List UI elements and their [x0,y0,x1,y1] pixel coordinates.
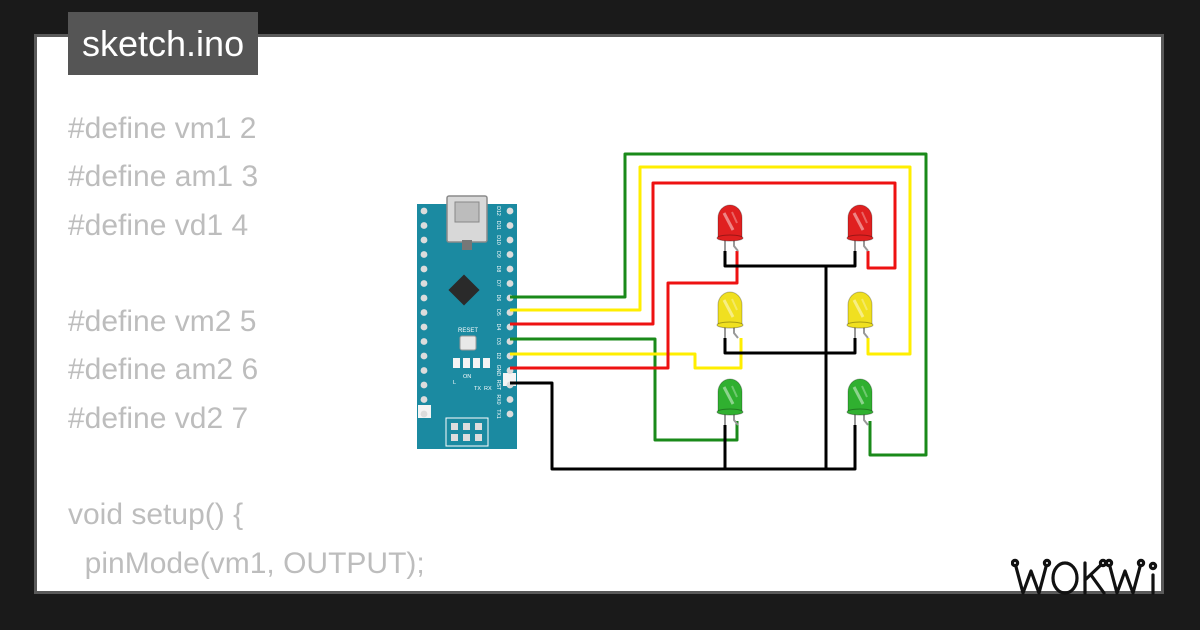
pin-label: D7 [495,280,501,287]
pin [506,236,514,244]
icsp-header [445,417,489,447]
pin [506,410,514,418]
code-line: #define vd2 7 [68,401,249,435]
wokwi-logo[interactable] [1010,551,1186,612]
code-line: #define am1 3 [68,160,259,194]
l-label: L [453,380,456,386]
reset-button[interactable] [459,335,477,351]
wokwi-logo-mark [1010,558,1158,595]
pin-label: RX0 [495,394,501,404]
pin [420,236,428,244]
pin [420,251,428,258]
code-line: void setup() { [68,498,244,532]
wire-red-2 [510,251,739,370]
pin [420,222,428,229]
status-leds [453,358,490,368]
preview-card: #define vm1 2 #define am1 3 #define vd1 4 #… [34,34,1164,594]
led-vm1[interactable] [716,204,744,252]
pin [420,396,428,403]
wire-yellow-1 [510,165,912,356]
file-tab[interactable]: sketch.ino [68,12,259,75]
pin-label: RST [495,380,501,391]
pin-label: D2 [495,353,501,360]
pin [420,294,428,302]
pin [506,251,514,258]
wire-green-2 [510,337,739,442]
wire-green-1 [510,152,928,457]
arduino-nano-board[interactable]: RESET ON L TX RX D12D11D10D9D8D7D6D5D4D3… [417,195,517,449]
pin-label: GND [495,365,501,377]
pin [420,265,428,273]
led-vd2[interactable] [846,378,874,426]
pin-label: D11 [495,221,501,230]
code-line: #define am2 6 [68,353,259,387]
pin [420,323,428,331]
code-preview: #define vm1 2 #define am1 3 #define vd1 4 #… [68,105,426,591]
rx-label: RX [484,386,492,392]
wires [510,152,928,471]
pin [420,410,428,418]
left-pin-header [420,207,428,418]
pin [420,309,428,316]
code-line: #define vd1 4 [68,208,249,242]
pin [420,381,428,389]
led-group [716,204,874,426]
pin-label: D6 [495,295,501,302]
led-am1[interactable] [716,291,744,339]
tx-label: TX [474,386,481,392]
pin [420,367,428,374]
led-am2[interactable] [846,291,874,339]
led-vd1[interactable] [716,378,744,426]
pin-label: D3 [495,338,501,345]
pin [506,207,514,215]
reset-label: RESET [458,328,478,334]
file-tab-label: sketch.ino [82,23,245,64]
pin [506,280,514,287]
pin [420,352,428,360]
code-line: #define vm2 5 [68,305,257,339]
right-pin-header [506,207,514,418]
pin [506,396,514,403]
wire-yellow-2 [510,338,743,370]
microcontroller-chip [448,274,480,306]
pin-label: D8 [495,266,501,273]
pin-label: D5 [495,309,501,316]
pin [506,222,514,229]
pin [420,280,428,287]
code-line: pinMode(vm1, OUTPUT); [68,546,425,580]
led-vm2[interactable] [846,204,874,252]
wire-red-1 [510,181,897,326]
pin-label: TX1 [495,409,501,419]
pin [506,265,514,273]
pin [420,207,428,215]
pin-label: D12 [495,206,501,216]
pin-label: D9 [495,251,501,258]
pin [420,338,428,345]
wire-gnd-row1 [723,251,857,268]
code-line: #define vm1 2 [68,112,257,145]
wire-gnd-row2 [723,338,857,355]
pin-label: D4 [495,324,501,331]
on-label: ON [463,374,471,380]
wire-gnd-main [510,381,857,471]
pin-label: D10 [495,235,501,245]
